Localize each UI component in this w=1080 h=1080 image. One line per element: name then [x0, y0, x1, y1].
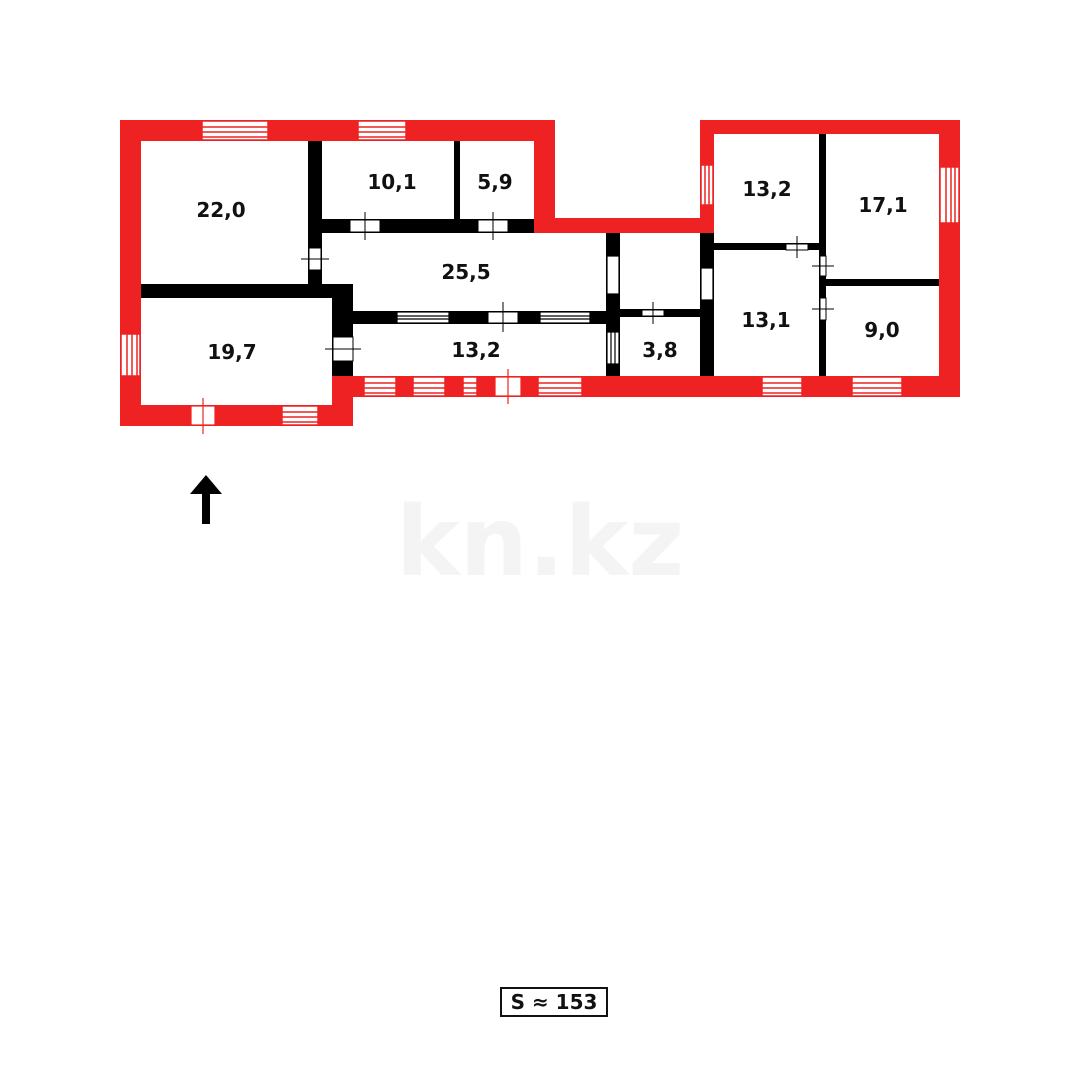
window [363, 376, 397, 397]
watermark: kn.kz [396, 486, 684, 598]
room-area-label: 25,5 [441, 260, 490, 284]
room-area-label: 22,0 [196, 198, 245, 222]
room-area-label: 10,1 [367, 170, 416, 194]
window [606, 331, 620, 365]
window [201, 120, 269, 141]
door [494, 369, 522, 404]
room-area-label: 19,7 [207, 340, 256, 364]
room-area-label: 13,1 [741, 308, 790, 332]
window [412, 376, 446, 397]
exterior-doors [190, 369, 522, 434]
window [700, 267, 714, 301]
door [190, 398, 216, 434]
window [462, 376, 478, 397]
room-area-label: 13,2 [742, 177, 791, 201]
windows [120, 120, 960, 426]
door [785, 236, 809, 258]
window [700, 164, 714, 206]
door [301, 247, 329, 271]
window [281, 405, 319, 426]
window [761, 376, 803, 397]
total-area-label: S ≈ 153 [500, 987, 608, 1017]
window [396, 311, 450, 324]
door [349, 212, 381, 240]
room-labels: 22,0 10,1 5,9 25,5 19,7 13,2 3,8 13,2 17… [196, 170, 907, 364]
up-arrow-icon [190, 475, 222, 524]
door [487, 302, 519, 332]
window [537, 376, 583, 397]
window [120, 333, 141, 377]
door [477, 212, 509, 240]
room-area-label: 9,0 [864, 318, 899, 342]
window [939, 166, 960, 224]
door [641, 302, 665, 324]
room-area-label: 5,9 [477, 170, 512, 194]
room-area-label: 3,8 [642, 338, 677, 362]
window [357, 120, 407, 141]
door [812, 297, 834, 321]
room-area-label: 17,1 [858, 193, 907, 217]
room-area-label: 13,2 [451, 338, 500, 362]
window [606, 255, 620, 295]
window [539, 311, 591, 324]
door [325, 336, 361, 362]
door [812, 255, 834, 277]
doors [301, 212, 834, 362]
interior-openings [396, 255, 714, 365]
window [851, 376, 903, 397]
